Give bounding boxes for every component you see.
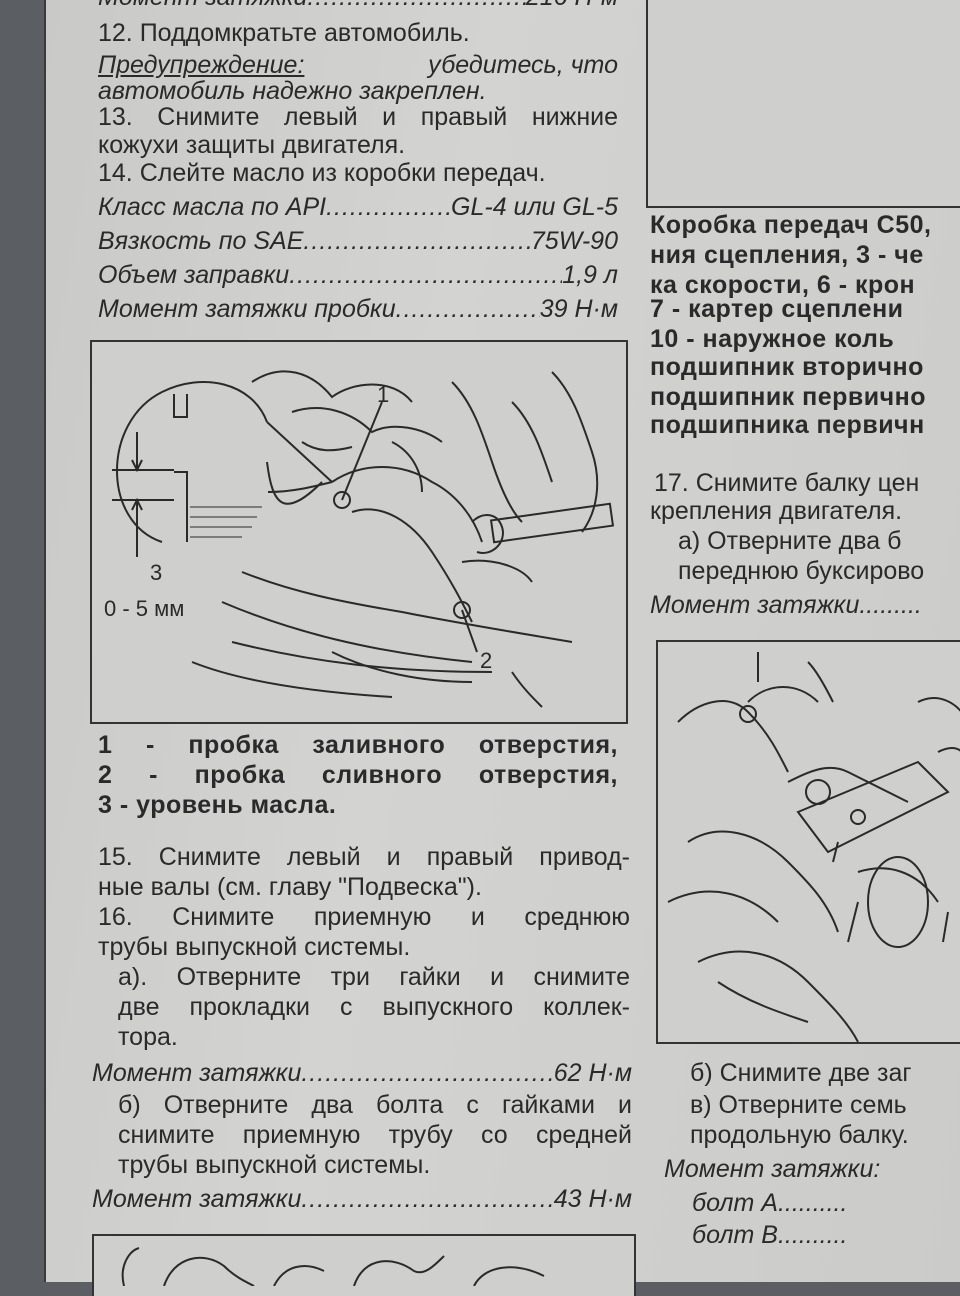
spec-label: болт В (692, 1221, 778, 1249)
gearbox-drawing (112, 370, 615, 708)
right-torque-label: Момент затяжки: (664, 1155, 881, 1183)
spec-label: Момент затяжки пробки (98, 295, 396, 323)
spec-row: Момент затяжки пробки 39 Н·м (98, 294, 618, 324)
spec-label: Момент затяжки (92, 1185, 302, 1213)
right-caption-line-4: 7 - картер сцеплени (650, 295, 904, 323)
gearbox-oil-figure: 1 2 3 0 - 5 мм (90, 340, 628, 724)
sub-b-line-2: снимите приемную трубу со средней (118, 1121, 632, 1149)
warning-line-2: автомобиль надежно закреплен. (98, 77, 487, 105)
torque-spec-partial: Момент затяжки 216 Н·м (98, 0, 618, 12)
right-top-figure (646, 0, 960, 208)
spec-value: 75W-90 (530, 227, 618, 255)
right-lower-figure (656, 640, 960, 1044)
spec-row: Вязкость по SAE 75W-90 (98, 226, 618, 256)
spec-value: 39 Н·м (539, 295, 618, 323)
bolt-a-spec: болт А.......... (692, 1189, 848, 1217)
step-15-line-1: 15. Снимите левый и правый привод- (98, 843, 630, 871)
figure-label-3: 3 (150, 560, 163, 585)
spec-value: 1,9 л (562, 261, 618, 289)
figure-caption-line-2: 2 - пробка сливного отверстия, (98, 761, 618, 789)
spec-label: Вязкость по SAE (98, 227, 304, 255)
right-caption-line-3: ка скорости, 6 - крон (650, 271, 916, 299)
step-17-line-2: крепления двигателя. (650, 497, 903, 525)
spec-value: 216 Н·м (526, 0, 618, 12)
right-sub-c-line-1: в) Отверните семь (690, 1091, 907, 1119)
step-13-line-1: 13. Снимите левый и правый нижние (98, 103, 618, 131)
right-caption-line-7: подшипник первично (650, 383, 927, 411)
right-sub-b: б) Снимите две заг (690, 1059, 912, 1087)
figure-caption-line-3: 3 - уровень масла. (98, 791, 337, 819)
sub-a-line-1: а). Отверните три гайки и снимите (118, 963, 630, 991)
warning-line-1: Предупреждение: убедитесь, что (98, 50, 618, 80)
right-caption-line-1: Коробка передач С50, (650, 211, 932, 239)
bolt-b-spec: болт В.......... (692, 1221, 848, 1249)
spec-label: Момент затяжки (98, 0, 307, 12)
spec-label: Момент затяжки (650, 591, 860, 619)
step-15-line-2: ные валы (см. главу "Подвеска"). (98, 873, 482, 901)
step-12: 12. Поддомкратьте автомобиль. (98, 19, 470, 47)
torque-spec-a: Момент затяжки 62 Н·м (92, 1058, 632, 1088)
right-sub-c-line-2: продольную балку. (690, 1121, 909, 1149)
spec-row: Класс масла по API GL-4 или GL-5 (98, 192, 618, 222)
warning-text: убедитесь, что (428, 51, 618, 79)
figure-level-range: 0 - 5 мм (104, 596, 185, 621)
spec-value: 43 Н·м (553, 1185, 632, 1213)
sub-a-line-3: тора. (118, 1023, 178, 1051)
figure-label-2: 2 (480, 648, 493, 673)
spec-value: GL-4 или GL-5 (451, 193, 618, 221)
right-caption-line-8: подшипника первичн (650, 411, 925, 439)
right-caption-line-5: 10 - наружное коль (650, 325, 895, 353)
spec-row: Объем заправки 1,9 л (98, 260, 618, 290)
bottom-figure-partial (92, 1234, 636, 1296)
spec-label: болт А (692, 1189, 778, 1217)
spec-label: Объем заправки (98, 261, 290, 289)
right-sub-a-line-2: переднюю буксирово (678, 557, 925, 585)
figure-label-1: 1 (377, 382, 390, 407)
figure-caption-line-1: 1 - пробка заливного отверстия, (98, 731, 618, 759)
spec-value: 62 Н·м (553, 1059, 632, 1087)
engine-mount-drawing (667, 652, 960, 1042)
spec-label: Класс масла по API (98, 193, 327, 221)
step-14: 14. Слейте масло из коробки передач. (98, 159, 546, 187)
warning-label: Предупреждение: (98, 51, 305, 79)
right-caption-line-2: ния сцепления, 3 - че (650, 241, 924, 269)
step-13-line-2: кожухи защиты двигателя. (98, 131, 406, 159)
step-16-line-2: трубы выпускной системы. (98, 933, 411, 961)
page-gutter-line (44, 0, 46, 1282)
step-16-line-1: 16. Снимите приемную и среднюю (98, 903, 630, 931)
sub-b-line-1: б) Отверните два болта с гайками и (118, 1091, 632, 1119)
sub-a-line-2: две прокладки с выпускного коллек- (118, 993, 630, 1021)
spec-label: Момент затяжки (92, 1059, 302, 1087)
right-torque-spec: Момент затяжки......... (650, 591, 922, 619)
step-17-line-1: 17. Снимите балку цен (654, 469, 920, 497)
right-caption-line-6: подшипник вторично (650, 353, 924, 381)
torque-spec-b: Момент затяжки 43 Н·м (92, 1184, 632, 1214)
right-sub-a-line-1: а) Отверните два б (678, 527, 902, 555)
bottom-drawing (121, 1247, 545, 1286)
sub-b-line-3: трубы выпускной системы. (118, 1151, 431, 1179)
